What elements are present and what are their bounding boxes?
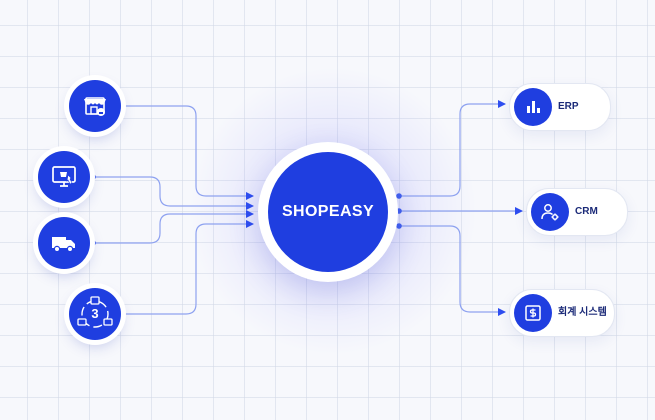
crm-card: CRM <box>526 188 628 236</box>
connector-storefront <box>123 105 254 200</box>
connector-erp <box>400 100 506 197</box>
connector-cycle <box>123 220 254 315</box>
hub-core: SHOPEASY <box>268 152 388 272</box>
monitor-node <box>38 151 90 203</box>
crm-label: CRM <box>575 206 598 217</box>
erp-card: ERP <box>509 83 611 131</box>
shopeasy-hub: SHOPEASY <box>258 142 398 282</box>
storefront-node <box>69 80 121 132</box>
user-gear-icon <box>541 204 559 221</box>
monitor-shopping-icon <box>52 166 76 187</box>
erp-label: ERP <box>558 101 579 112</box>
accounting-card: 회계 시스템 <box>509 289 615 337</box>
cycle-badge: 3 <box>91 306 99 321</box>
storefront-icon <box>84 97 106 116</box>
accounting-icon-badge <box>514 294 552 332</box>
connector-monitor <box>93 176 254 210</box>
connector-truck <box>93 210 254 244</box>
cycle-icon <box>77 296 113 328</box>
crm-icon-badge <box>531 193 569 231</box>
bar-chart-icon <box>527 101 540 113</box>
connector-accounting <box>400 225 506 316</box>
accounting-label: 회계 시스템 <box>558 307 607 318</box>
cycle-node: 3 <box>69 288 121 340</box>
hub-label: SHOPEASY <box>281 203 375 220</box>
erp-icon-badge <box>514 88 552 126</box>
delivery-truck-icon <box>52 237 75 253</box>
truck-node <box>38 217 90 269</box>
dollar-doc-icon <box>525 305 541 321</box>
